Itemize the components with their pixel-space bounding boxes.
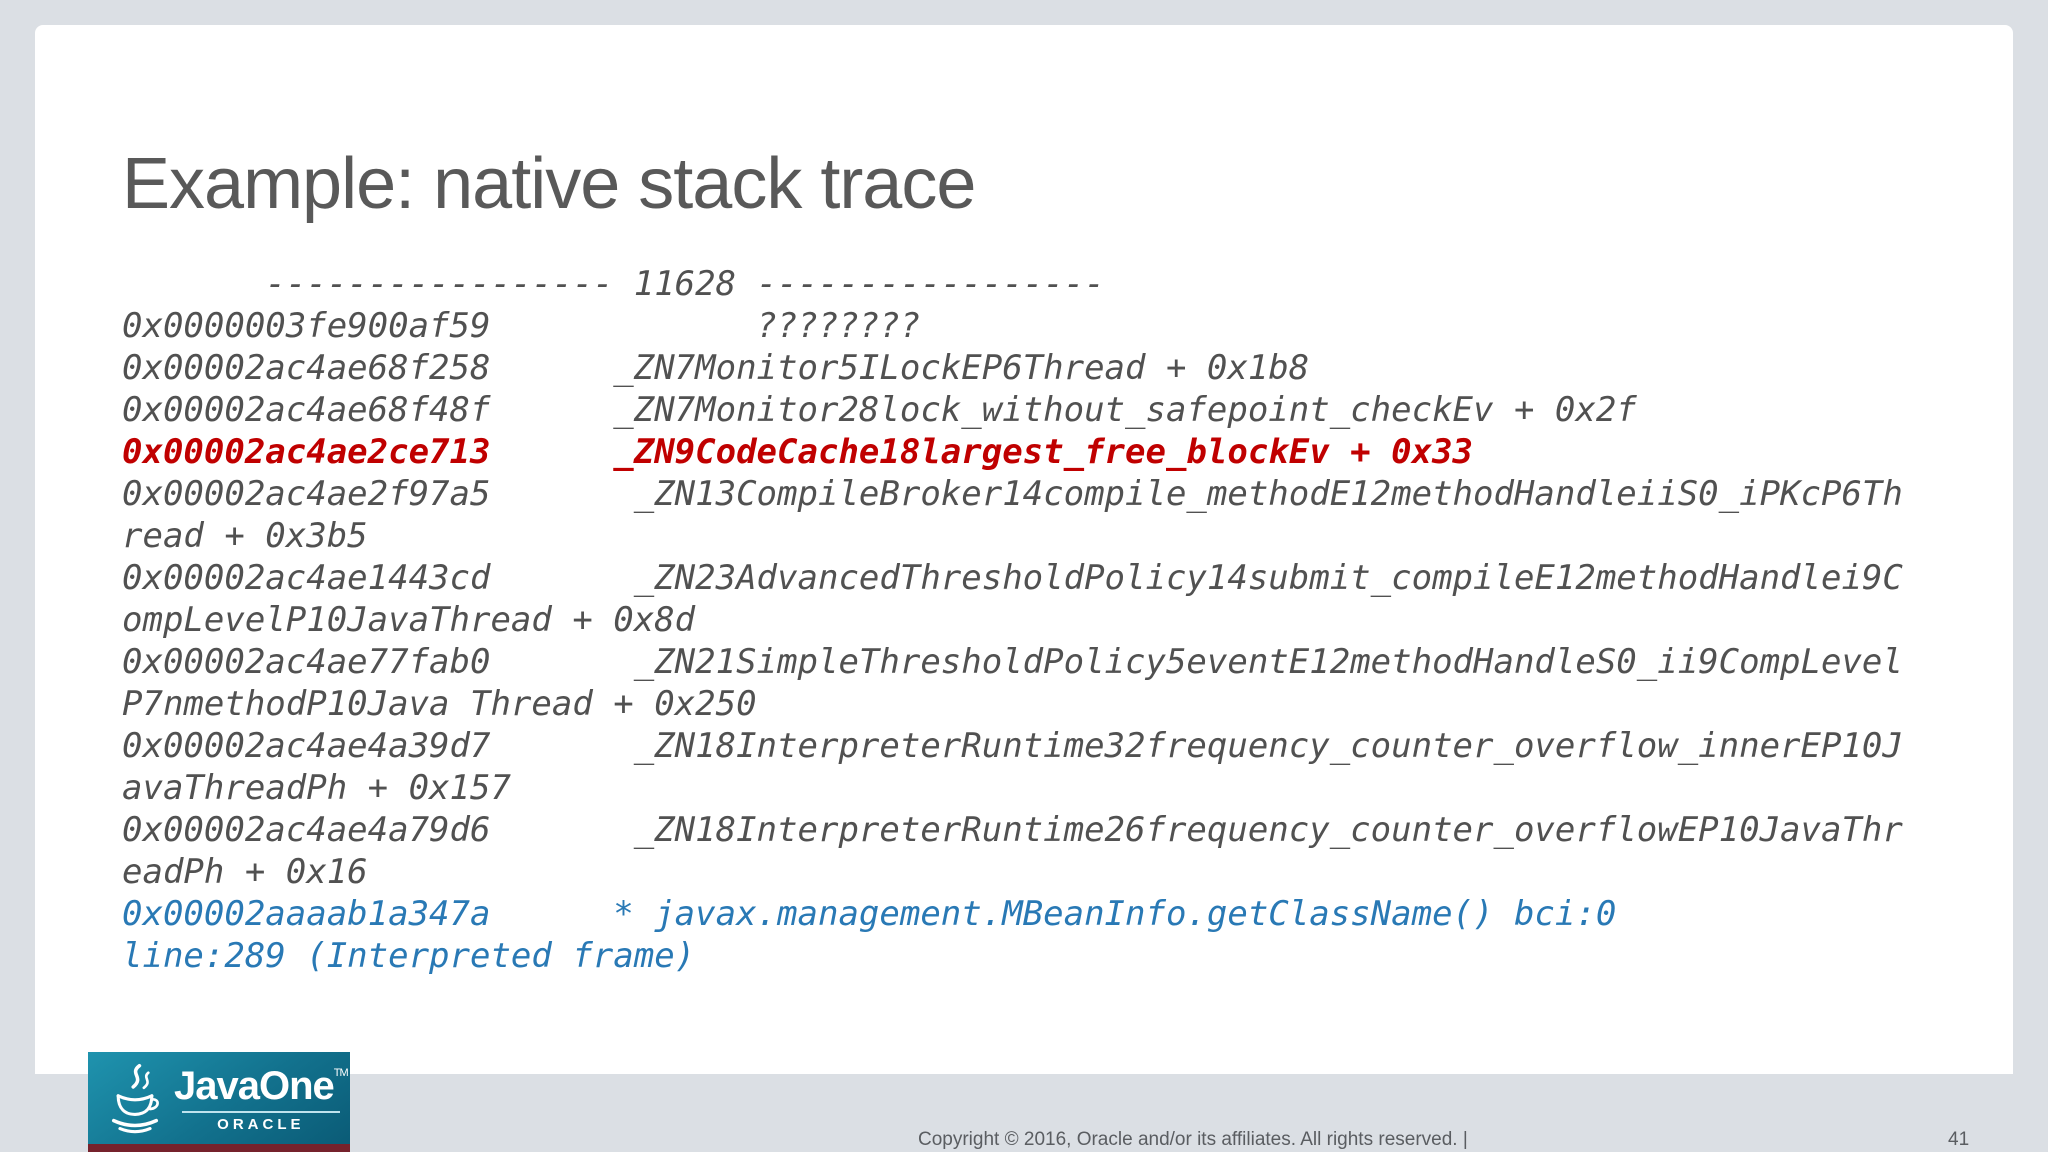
logo-divider bbox=[181, 1110, 340, 1113]
stack-trace: ----------------- 11628 ----------------… bbox=[122, 263, 2017, 977]
trace-line: ompLevelP10JavaThread + 0x8d bbox=[122, 600, 696, 640]
trace-line: 0x00002ac4ae4a79d6 _ZN18InterpreterRunti… bbox=[122, 810, 1903, 850]
trace-line: P7nmethodP10Java Thread + 0x250 bbox=[122, 684, 757, 724]
trace-line: 0x0000003fe900af59 ???????? bbox=[122, 306, 921, 346]
trace-line: avaThreadPh + 0x157 bbox=[122, 768, 511, 808]
trace-line: 0x00002ac4ae2f97a5 _ZN13CompileBroker14c… bbox=[122, 474, 1903, 514]
trace-line: line:289 (Interpreted frame) bbox=[122, 936, 696, 976]
java-cup-icon bbox=[111, 1063, 159, 1134]
trace-line: 0x00002ac4ae68f48f _ZN7Monitor28lock_wit… bbox=[122, 390, 1637, 430]
trademark-symbol: TM bbox=[333, 1066, 349, 1079]
trace-line: 0x00002ac4ae1443cd _ZN23AdvancedThreshol… bbox=[122, 558, 1903, 598]
footer-copyright: Copyright © 2016, Oracle and/or its affi… bbox=[918, 1129, 1468, 1150]
trace-line: eadPh + 0x16 bbox=[122, 852, 368, 892]
page-title: Example: native stack trace bbox=[122, 144, 976, 224]
trace-line: ----------------- 11628 ----------------… bbox=[122, 264, 1105, 304]
javaone-wordmark: JavaOneTM bbox=[174, 1063, 349, 1108]
slide: Example: native stack trace ------------… bbox=[35, 25, 2013, 1074]
trace-line: read + 0x3b5 bbox=[122, 516, 368, 556]
trace-line: 0x00002ac4ae2ce713 _ZN9CodeCache18larges… bbox=[122, 432, 1474, 472]
page-number: 41 bbox=[1948, 1129, 1970, 1150]
trace-line: 0x00002ac4ae77fab0 _ZN21SimpleThresholdP… bbox=[122, 642, 1903, 682]
javaone-logo: JavaOneTM ORACLE bbox=[88, 1052, 350, 1152]
oracle-wordmark: ORACLE bbox=[217, 1115, 305, 1133]
logo-accent-bar bbox=[88, 1144, 350, 1152]
trace-line: 0x00002aaaab1a347a * javax.management.MB… bbox=[122, 894, 1617, 934]
trace-line: 0x00002ac4ae4a39d7 _ZN18InterpreterRunti… bbox=[122, 726, 1903, 766]
javaone-brand-text: JavaOne bbox=[174, 1063, 335, 1108]
trace-line: 0x00002ac4ae68f258 _ZN7Monitor5ILockEP6T… bbox=[122, 348, 1310, 388]
logo-wordmarks: JavaOneTM ORACLE bbox=[174, 1063, 349, 1133]
